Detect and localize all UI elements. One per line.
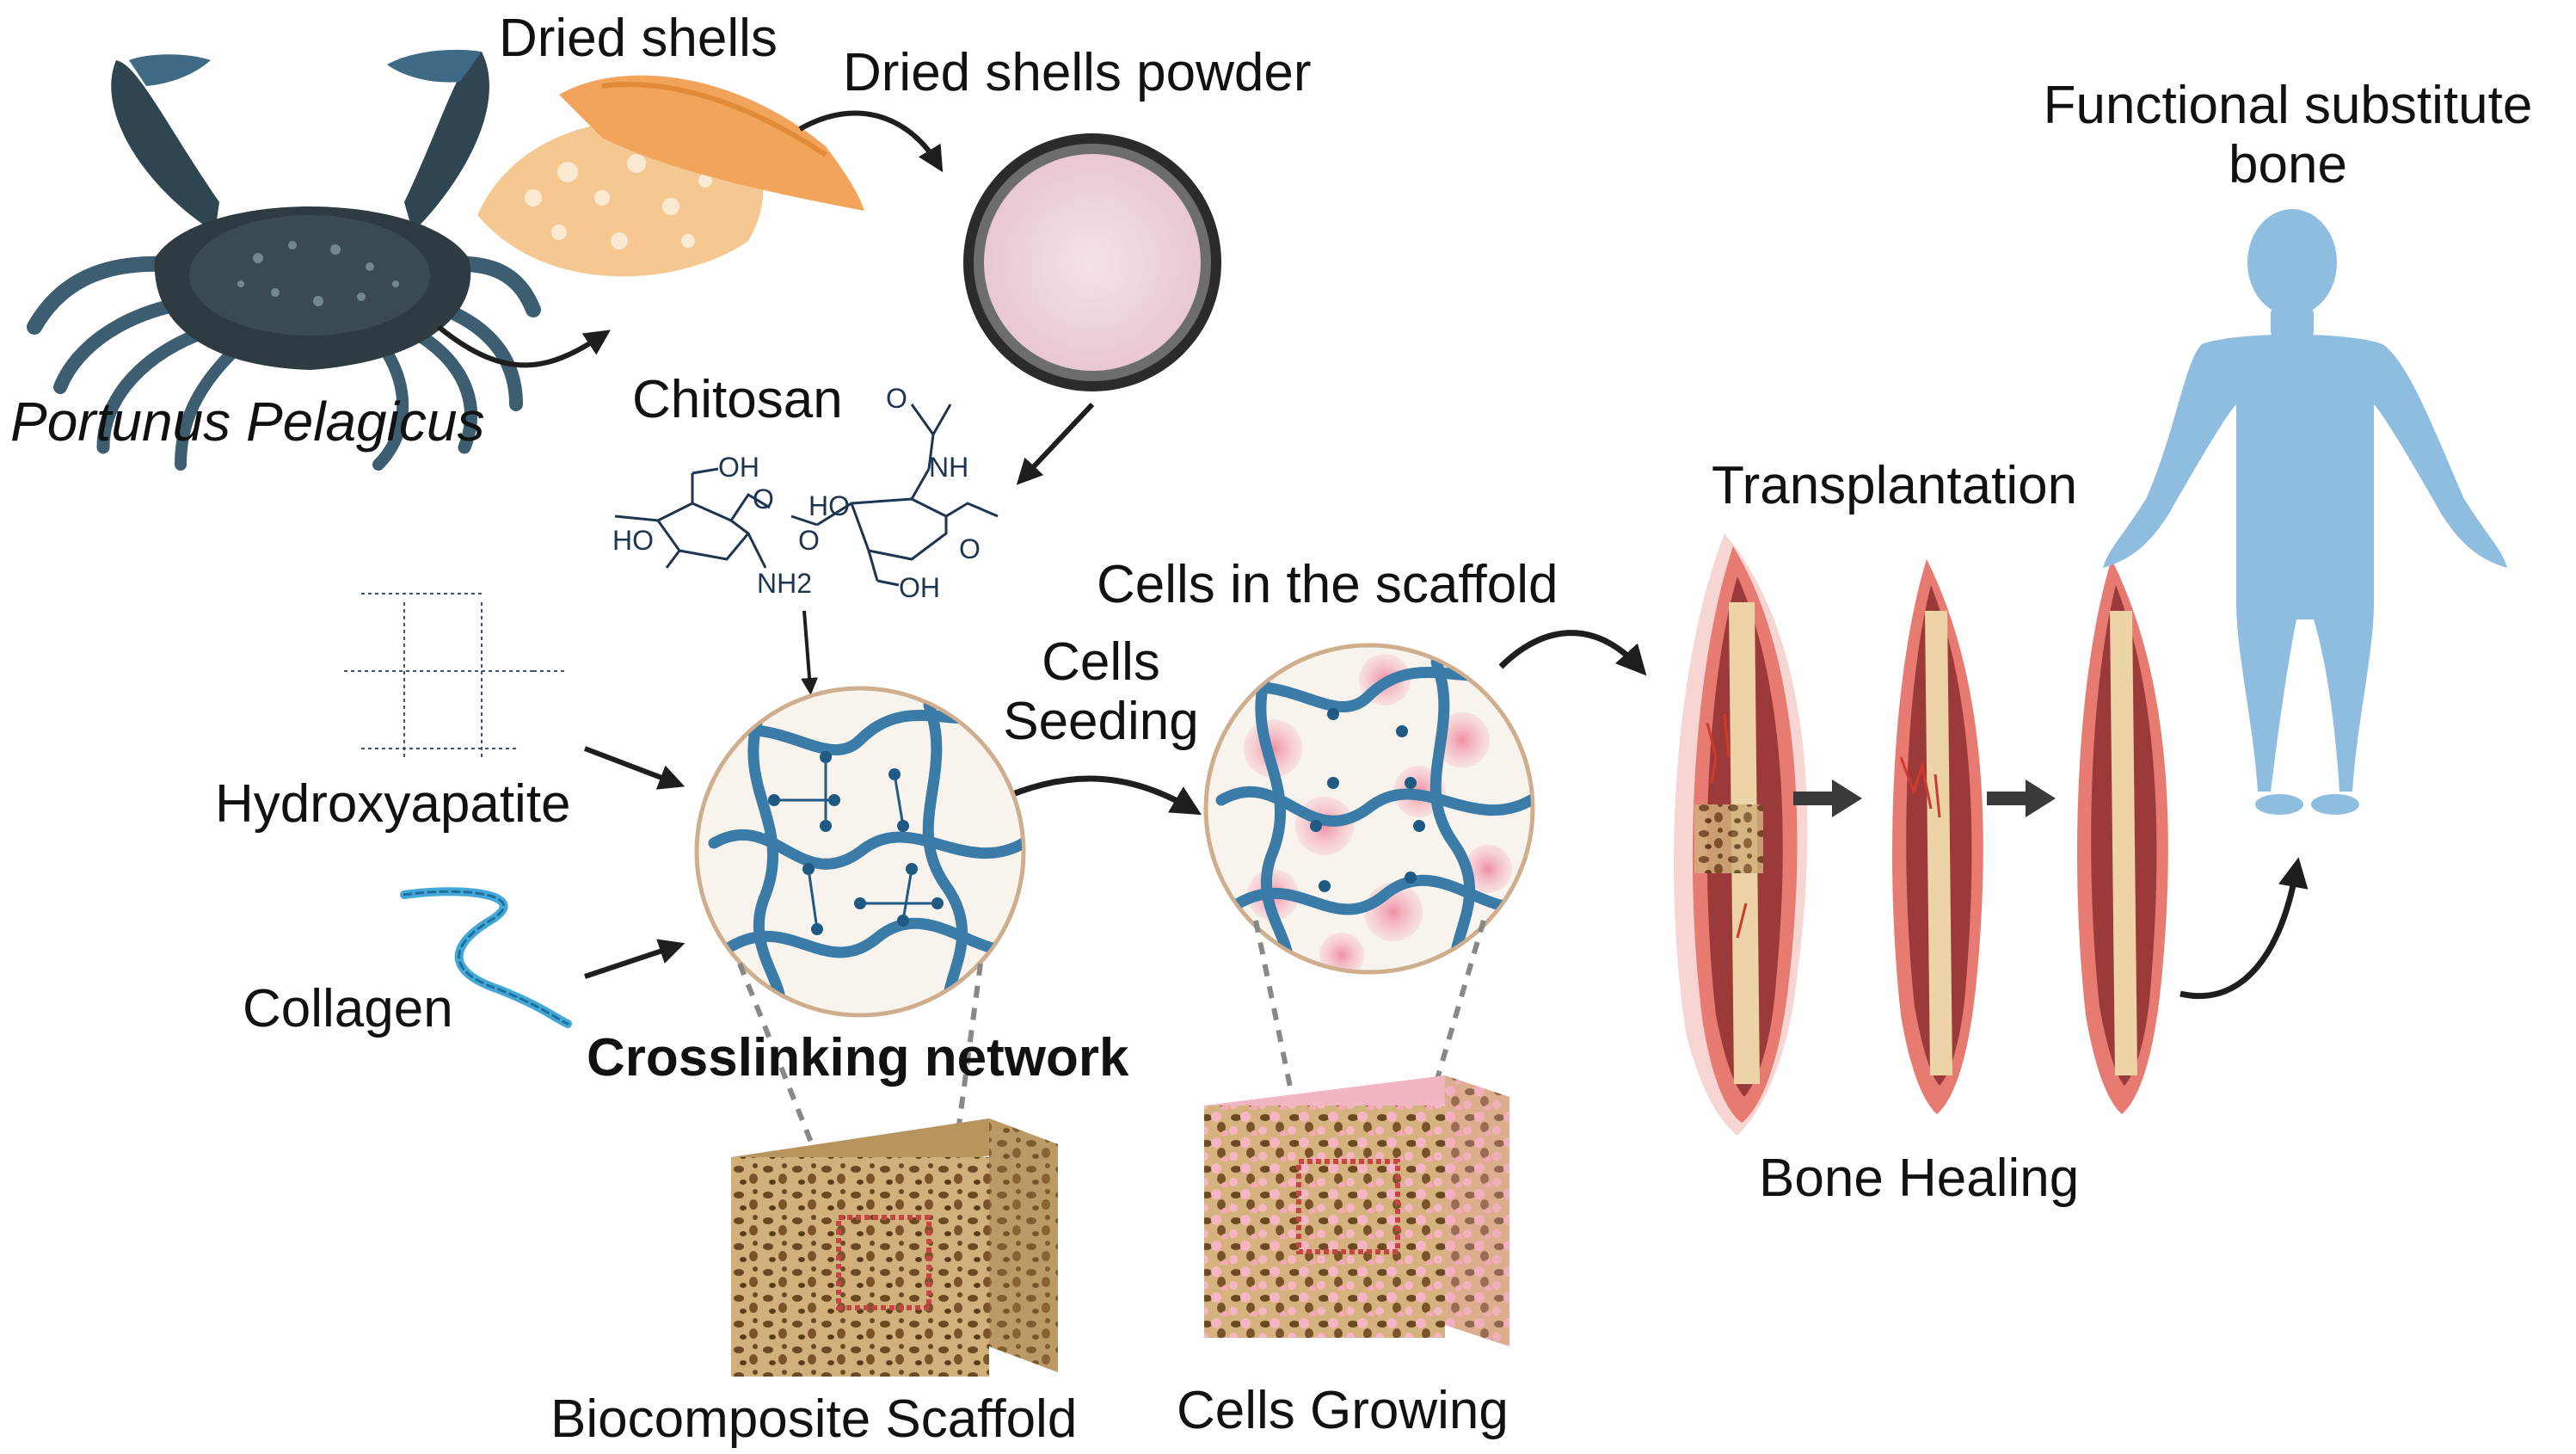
label-dried-shells-powder: Dried shells powder <box>843 43 1312 102</box>
powder-dish <box>963 133 1221 391</box>
label-bone-healing: Bone Healing <box>1759 1149 2080 1208</box>
label-cells-seeding-line2: Seeding <box>1003 692 1199 752</box>
chem-oh-bottom: OH <box>899 572 940 603</box>
hydroxyapatite-structure <box>344 593 568 757</box>
crab-illustration <box>27 49 541 471</box>
label-cells-seeding: Cells Seeding <box>972 632 1230 752</box>
label-transplantation: Transplantation <box>1712 456 2078 515</box>
chem-ho-mid: HO <box>808 490 850 521</box>
label-hydroxyapatite: Hydroxyapatite <box>215 774 571 834</box>
process-arrows <box>437 110 2309 1000</box>
chem-nh: NH <box>929 452 969 483</box>
label-collagen: Collagen <box>243 979 453 1038</box>
label-functional-line1: Functional substitute <box>2043 76 2533 135</box>
healing-arrows <box>1793 779 2056 817</box>
label-cells-in-scaffold: Cells in the scaffold <box>1097 555 1559 614</box>
human-figure <box>2103 209 2507 815</box>
bone-healed <box>2077 559 2168 1114</box>
chem-nh2: NH2 <box>757 568 813 599</box>
label-biocomposite-scaffold: Biocomposite Scaffold <box>550 1389 1078 1449</box>
label-functional-line2: bone <box>2229 135 2347 195</box>
dried-shells-illustration <box>477 75 864 277</box>
cells-growing-cube <box>1204 1075 1509 1346</box>
biocomposite-scaffold-cube <box>731 1118 1058 1377</box>
crosslinking-network-circle <box>694 686 1026 1018</box>
label-crosslinking-network: Crosslinking network <box>587 1028 1129 1087</box>
chem-o-carbonyl: O <box>886 383 907 414</box>
label-dried-shells: Dried shells <box>499 9 778 68</box>
chem-oh-top: OH <box>718 452 759 483</box>
collagen-helix <box>400 887 572 1028</box>
label-cells-growing: Cells Growing <box>1177 1381 1509 1440</box>
bone-fracture <box>1674 533 1808 1136</box>
bone-healing-mid <box>1892 559 1983 1114</box>
label-chitosan: Chitosan <box>632 370 843 429</box>
chem-o-ring1: O <box>753 484 774 514</box>
chem-o-link: O <box>798 525 820 556</box>
label-cells-seeding-line1: Cells <box>1042 632 1160 692</box>
chem-ho-left: HO <box>612 525 654 556</box>
cells-in-scaffold-circle <box>1203 643 1535 975</box>
label-portunus-pelagicus: Portunus Pelagicus <box>10 391 485 453</box>
chitosan-structure <box>614 404 999 587</box>
chem-o-ring2: O <box>959 533 981 564</box>
label-functional-substitute-bone: Functional substitute bone <box>1987 76 2576 195</box>
